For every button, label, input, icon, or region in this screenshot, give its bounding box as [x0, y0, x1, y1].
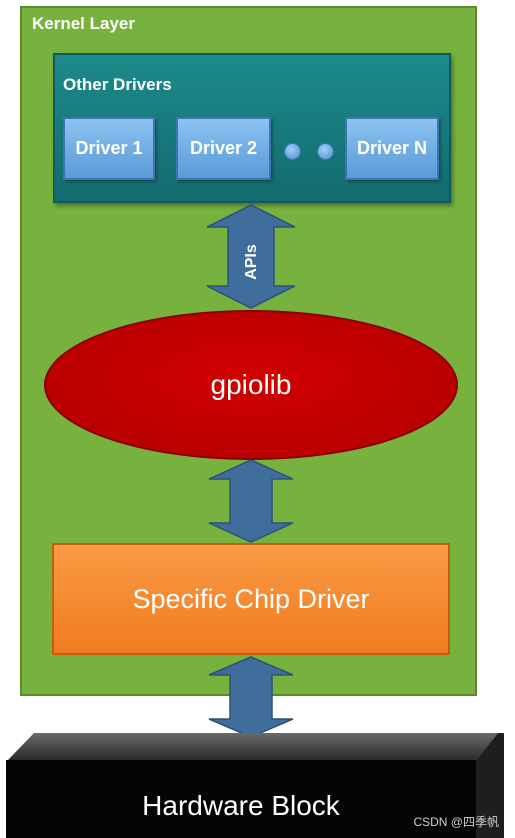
kernel-layer-title: Kernel Layer: [32, 14, 135, 33]
other-drivers-title: Other Drivers: [63, 75, 172, 94]
driver-2-box: Driver 2: [176, 117, 271, 180]
ellipsis-dot-1: [284, 143, 301, 160]
hardware-block: Hardware Block: [6, 760, 476, 838]
apis-label-text: APIs: [243, 244, 261, 280]
specific-chip-driver-box: Specific Chip Driver: [52, 543, 450, 655]
apis-double-arrow: [206, 204, 296, 309]
apis-label: APIs: [236, 240, 268, 284]
hardware-block-side-face: [476, 733, 504, 838]
gpiolib-ellipse: gpiolib: [44, 310, 458, 460]
csdn-watermark: CSDN @四季帆: [413, 815, 499, 829]
gpiolib-chip-double-arrow: [208, 459, 294, 543]
driver-1-box: Driver 1: [63, 117, 155, 180]
hardware-block-top-face: [8, 733, 498, 760]
ellipsis-dot-2: [317, 143, 334, 160]
other-drivers-box: Other Drivers Driver 1 Driver 2 Driver N: [53, 53, 451, 203]
driver-n-box: Driver N: [345, 117, 439, 180]
chip-hardware-double-arrow: [208, 656, 294, 738]
